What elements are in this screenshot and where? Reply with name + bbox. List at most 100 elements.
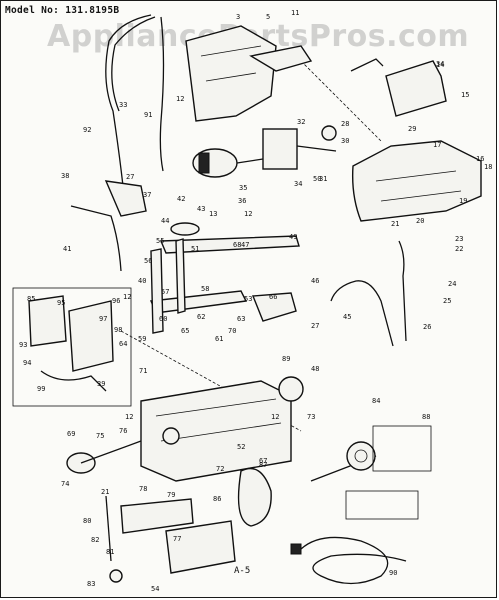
callout: 12 [125,413,133,421]
callout: 59 [138,335,146,343]
callout: 92 [83,126,91,134]
callout: 44 [161,217,169,225]
callout: 19 [459,197,467,205]
bearing [162,427,180,445]
callout: 69 [67,430,75,438]
callout: 71 [139,367,147,375]
page-number: A-5 [234,566,251,576]
callout: 56 [144,257,152,265]
callout: 52 [237,443,245,451]
side-shield [251,292,297,322]
callout: 12 [271,413,279,421]
frame-upright [175,238,186,314]
callout: 74 [61,480,69,488]
callout: 62 [197,313,205,321]
callout: 21 [391,220,399,228]
callout: 5 [266,13,270,21]
callout: 40 [138,277,146,285]
switch-cover [68,300,114,372]
callout: 80 [83,517,91,525]
wheel-axle [80,440,142,464]
callout: 15 [461,91,469,99]
callout: 16 [476,155,484,163]
callout: 50 [313,175,321,183]
callout: 66 [269,293,277,301]
callout: 28 [341,120,349,128]
callout: 51 [191,245,199,253]
callout: 83 [87,580,95,588]
callout: 97 [99,315,107,323]
callout: 25 [443,297,451,305]
callout: 77 [173,535,181,543]
callout: 55 [156,237,164,245]
callout: 70 [228,327,236,335]
motor-end-cap [198,152,210,174]
callout: 82 [91,536,99,544]
drive-pulley [170,222,200,236]
callout: 65 [181,327,189,335]
callout: 26 [423,323,431,331]
callout: 12 [244,210,252,218]
auger-housing [140,380,292,482]
spring-clip [350,58,384,72]
model-number-label: Model No: 131.8195B [5,5,120,16]
gear-nut [321,125,337,141]
callout: 53 [244,295,252,303]
callout: 31 [319,175,327,183]
skid-shoe [109,569,123,583]
callout: 45 [343,313,351,321]
callout: 17 [433,141,441,149]
callout: 90 [389,569,397,577]
callout: 81 [106,548,114,556]
pulley-wheel [278,376,304,402]
hardware-kit-box [372,425,432,472]
hardware-kit-box [345,490,419,520]
lower-right-handle [330,280,394,347]
callout: 11 [291,9,299,17]
auger-housing-cover [351,140,482,222]
switch-wire [40,370,107,392]
callout: 29 [408,125,416,133]
callout: 18 [484,163,492,171]
callout: 68 [233,241,241,249]
callout: 38 [61,172,69,180]
callout: 54 [151,585,159,593]
callout: 73 [307,413,315,421]
callout: 78 [139,485,147,493]
callout: 88 [422,413,430,421]
callout: 41 [63,245,71,253]
gear-hub [354,449,368,463]
callout: 84 [372,397,380,405]
callout: 93 [19,341,27,349]
callout: 89 [282,355,290,363]
auger-gear [346,441,376,471]
gear-case-plate [262,128,298,170]
frame-upright [150,248,164,334]
motor-shaft [236,158,264,164]
callout: 23 [455,235,463,243]
callout: 39 [97,380,105,388]
callout: 63 [237,315,245,323]
chute-bracket [385,60,447,117]
callout: 76 [119,427,127,435]
callout: 57 [161,288,169,296]
callout: 36 [238,197,246,205]
chute-detail-lines [200,45,262,82]
chute-deflector [249,45,313,72]
callout: 99 [37,385,45,393]
inset-frame [12,287,132,407]
upper-handle-tube [105,14,152,187]
power-cord [300,536,407,585]
callout: 91 [144,111,152,119]
scraper-bar [120,498,194,534]
callout: 37 [143,191,151,199]
callout: 32 [297,118,305,126]
callout: 47 [241,241,249,249]
upper-handle-tube-edge [111,16,156,112]
callout: 96 [112,297,120,305]
callout: 94 [23,359,31,367]
callout: 3 [236,13,240,21]
callout: 27 [126,173,134,181]
cord-plug [290,543,302,555]
scraper-blade [165,520,236,574]
